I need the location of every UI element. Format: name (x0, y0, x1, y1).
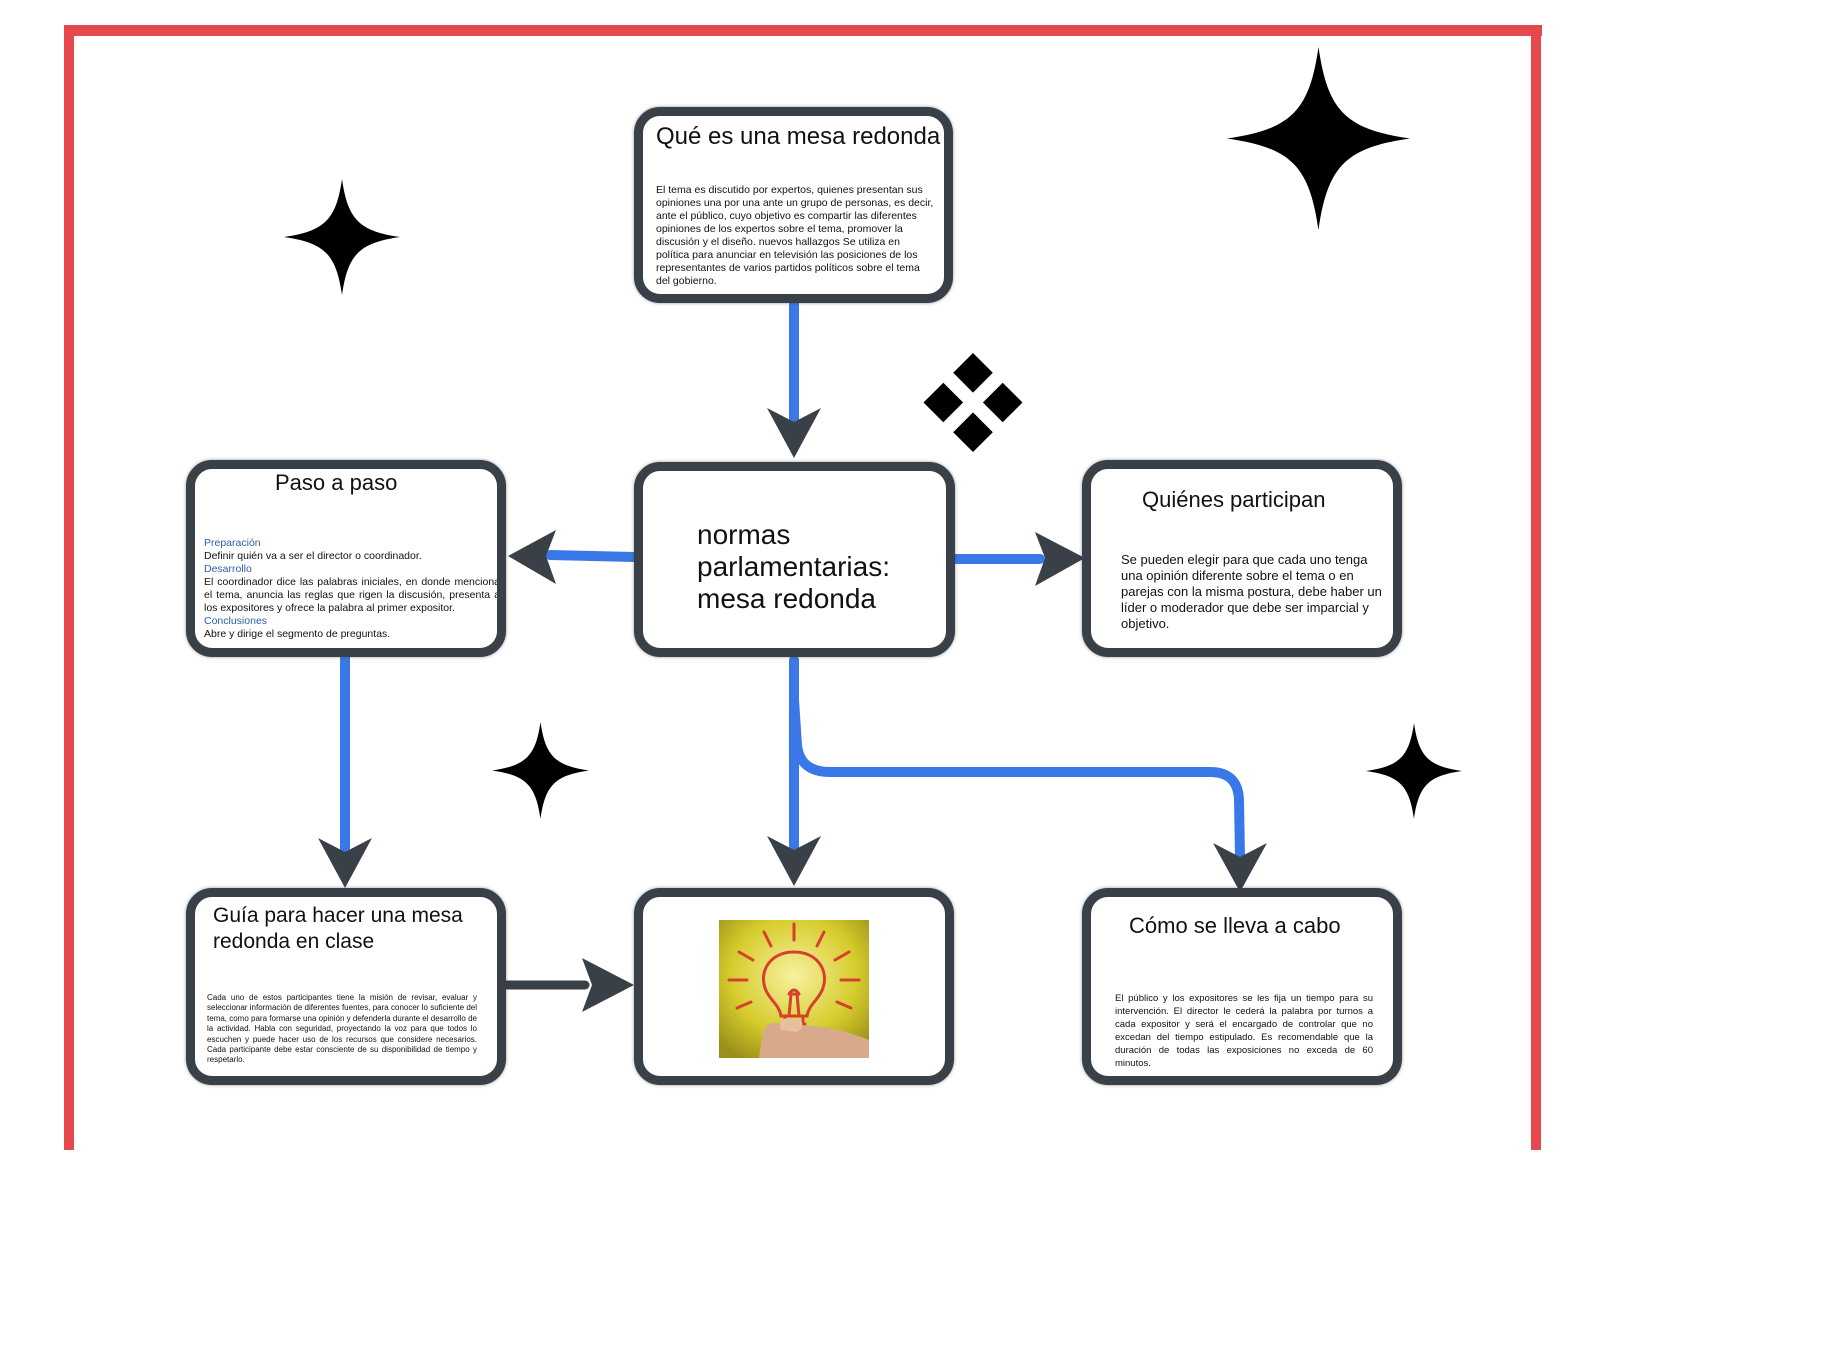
arrowhead-down-left (318, 838, 372, 888)
four-point-star-icon (492, 722, 589, 819)
node-main-topic-title: normas parlamentarias: mesa redonda (697, 519, 890, 614)
arrowhead-left (508, 530, 556, 584)
node-how-it-works: Cómo se lleva a cabo El público y los ex… (1082, 888, 1402, 1085)
step-heading-development: Desarrollo (204, 563, 252, 575)
node-what-is-title: Qué es una mesa redonda (656, 123, 941, 150)
frame-right-line (1531, 25, 1541, 1150)
node-illustration (634, 888, 954, 1085)
node-class-guide: Guía para hacer una mesa redonda en clas… (186, 888, 506, 1085)
connector-center-to-left (545, 550, 639, 562)
node-what-is: Qué es una mesa redonda El tema es discu… (634, 107, 953, 303)
node-class-guide-body: Cada uno de estos participantes tiene la… (207, 993, 477, 1065)
diamond-cluster-icon (923, 353, 1023, 452)
lightbulb-illustration (719, 920, 869, 1058)
step-text-preparation: Definir quién va a ser el director o coo… (204, 550, 422, 562)
step-text-conclusions: Abre y dirige el segmento de preguntas. (204, 628, 391, 640)
frame-left-line (64, 25, 74, 1150)
arrowhead-down-center (767, 836, 821, 886)
node-how-it-works-title: Cómo se lleva a cabo (1129, 913, 1341, 938)
node-main-topic: normas parlamentarias: mesa redonda (634, 462, 955, 657)
node-class-guide-title: Guía para hacer una mesa redonda en clas… (213, 904, 463, 953)
frame-top-line (64, 25, 1542, 36)
node-step-by-step: Paso a paso Preparación Definir quién va… (186, 460, 506, 657)
node-step-by-step-title: Paso a paso (275, 470, 398, 495)
node-how-it-works-body: El público y los expositores se les fija… (1115, 993, 1373, 1069)
node-participants: Quiénes participan Se pueden elegir para… (1082, 460, 1402, 657)
step-heading-conclusions: Conclusiones (204, 615, 268, 627)
arrowhead-down-center-top (767, 408, 821, 458)
arrowhead-down-right (1213, 843, 1267, 892)
node-what-is-body: El tema es discutido por expertos, quien… (656, 184, 934, 287)
arrowhead-right (1035, 532, 1085, 586)
step-text-development: El coordinador dice las palabras inicial… (204, 576, 500, 614)
node-step-by-step-body: Preparación Definir quién va a ser el di… (204, 537, 500, 641)
four-point-star-icon (284, 179, 400, 295)
node-participants-body: Se pueden elegir para que cada uno tenga… (1121, 552, 1382, 631)
step-heading-preparation: Preparación (204, 537, 261, 549)
four-point-star-icon (1227, 47, 1410, 230)
connector-center-to-bottom-right (789, 695, 1245, 863)
node-participants-title: Quiénes participan (1142, 487, 1326, 512)
four-point-star-icon (1366, 723, 1462, 819)
arrowhead-right-bottom (582, 958, 634, 1012)
